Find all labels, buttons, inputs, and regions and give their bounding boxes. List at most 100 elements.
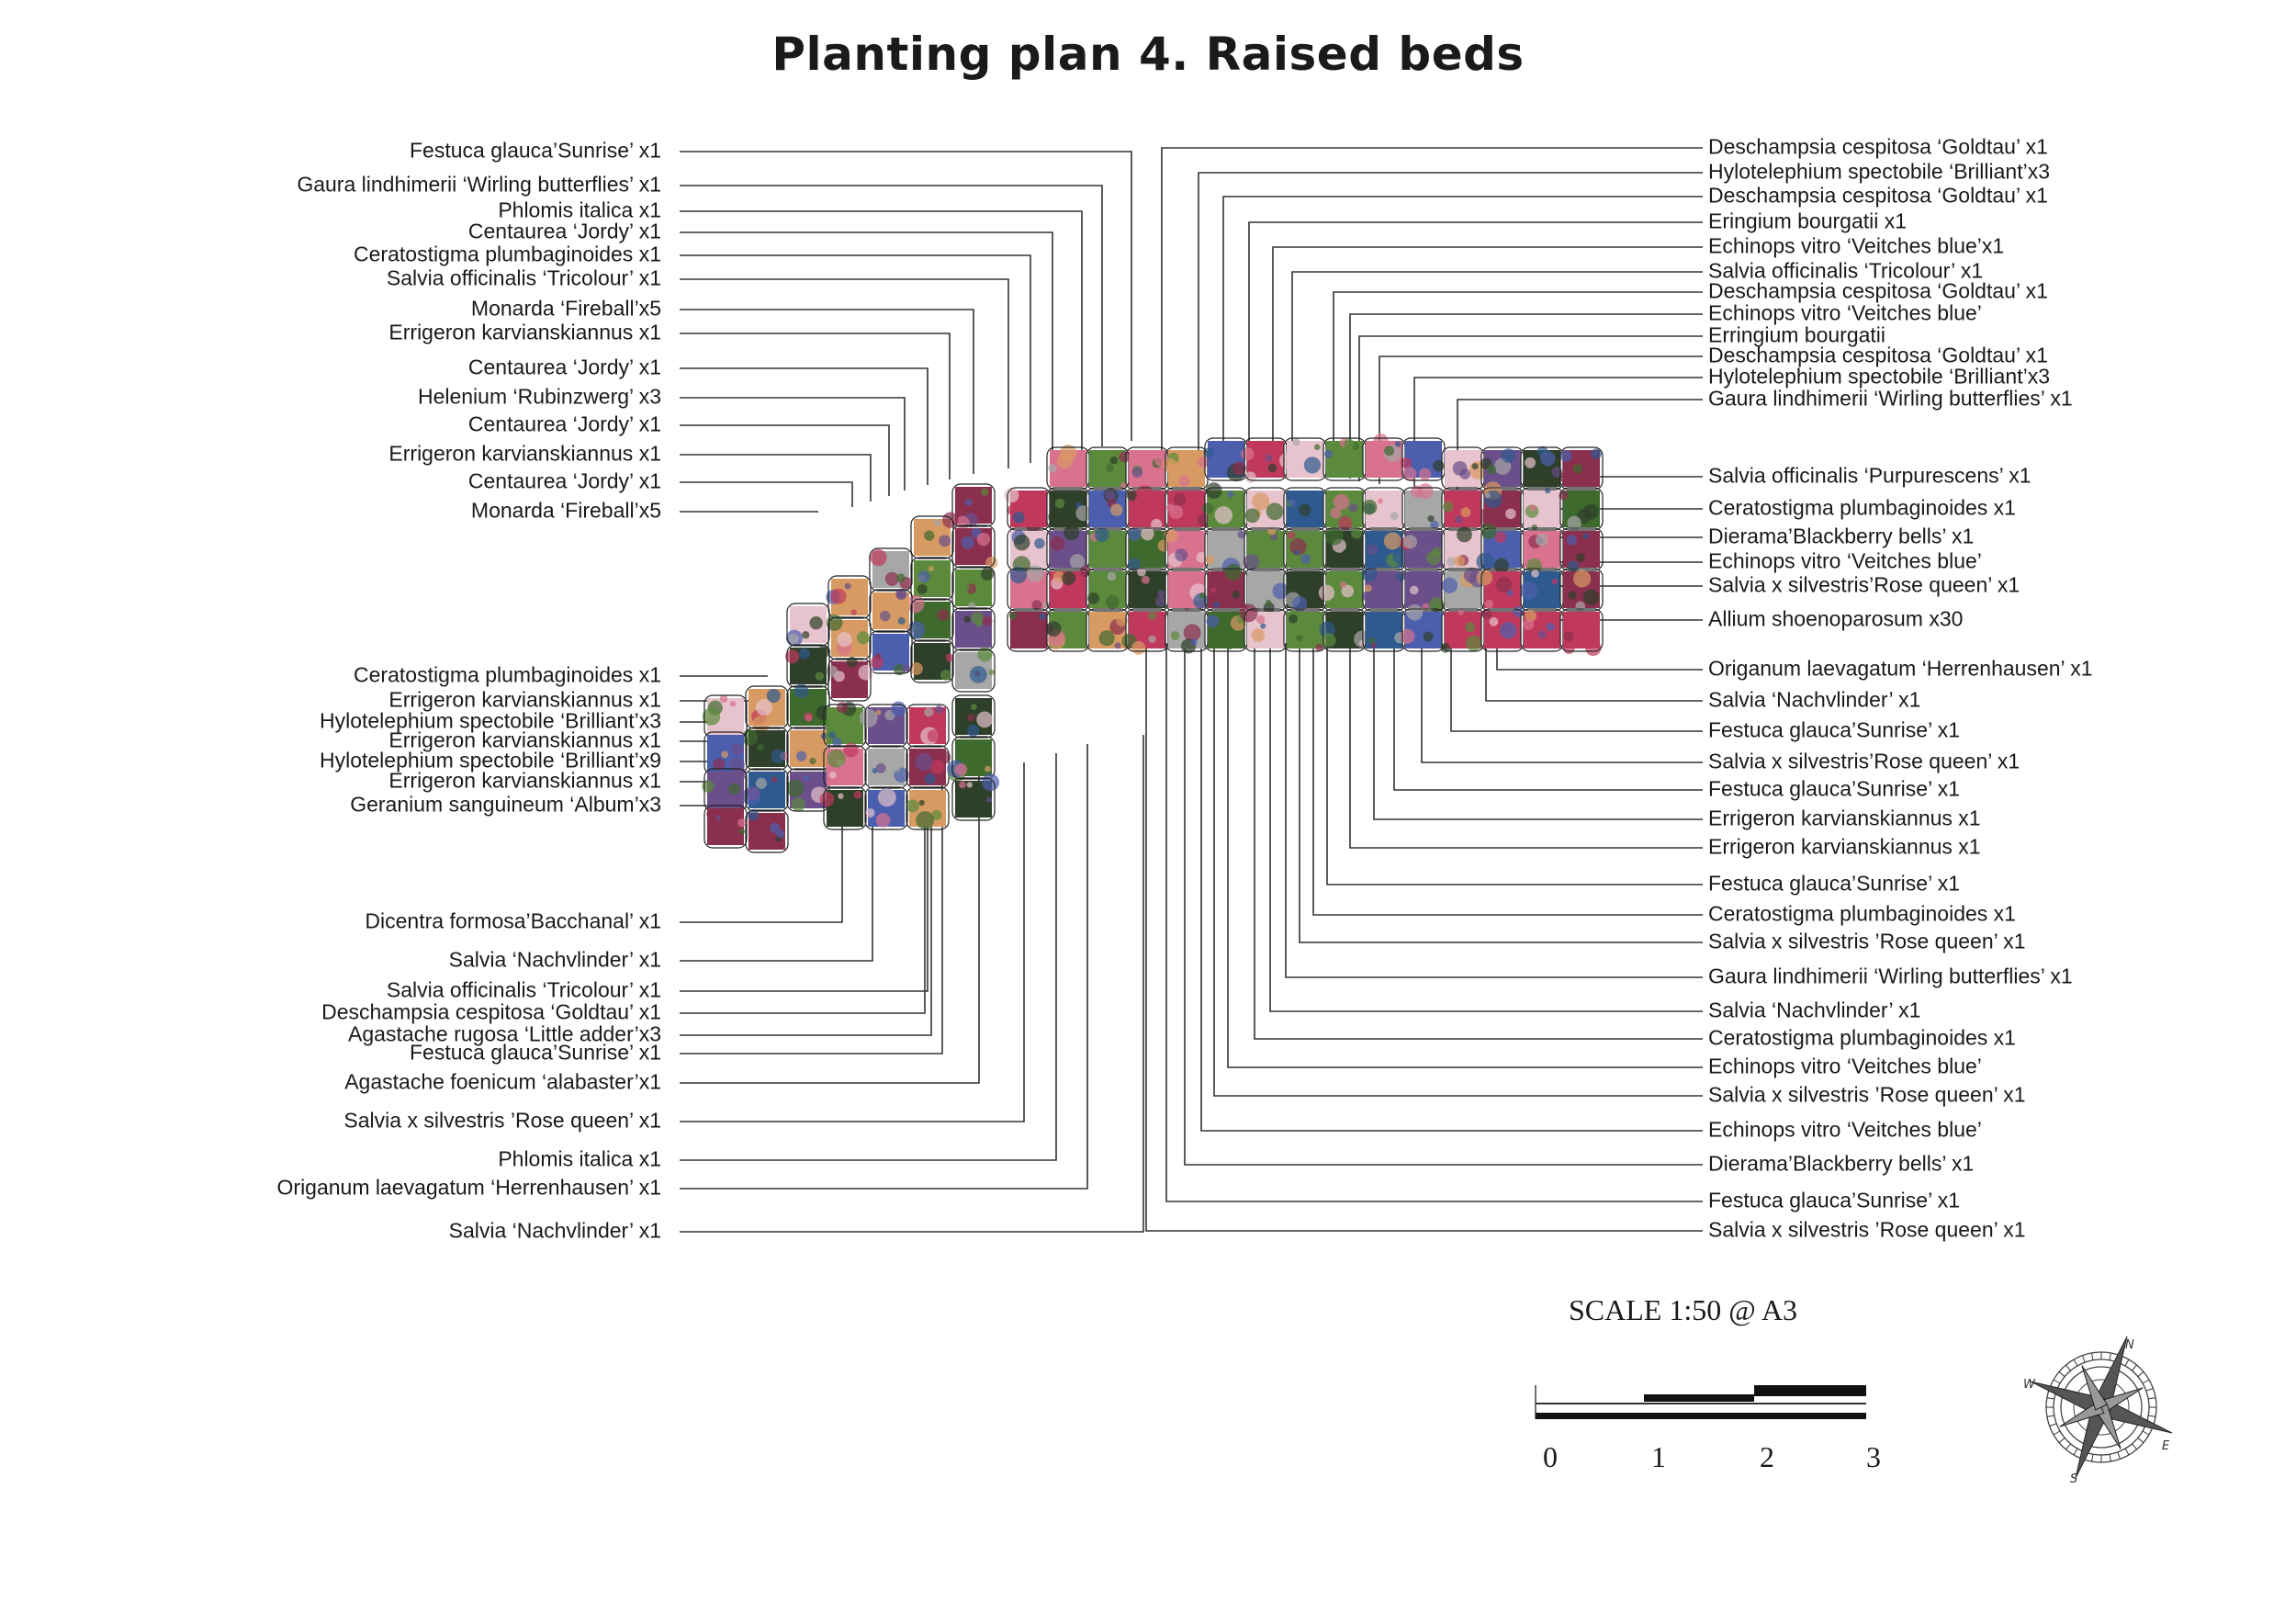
plant-tile: [1044, 608, 1090, 652]
plant-label-left: Centaurea ‘Jordy’ x1: [467, 468, 661, 493]
plant-tile: [1559, 608, 1604, 657]
plant-label-right: Hylotelephium spectobile ‘Brilliant’x3: [1708, 364, 2051, 389]
plant-tile: [1559, 568, 1604, 612]
leader-line: [680, 397, 906, 491]
plant-tile: [1520, 487, 1564, 531]
leader-line: [1326, 643, 1703, 885]
plant-tile: [906, 745, 951, 789]
plant-tile: [823, 742, 867, 789]
leader-line: [1272, 246, 1703, 470]
plant-tile: [1244, 487, 1288, 531]
plant-label-right: Dierama’Blackberry bells’ x1: [1708, 524, 1975, 548]
plant-tile: [951, 483, 996, 530]
leader-line: [680, 781, 943, 1054]
leader-line: [1248, 221, 1703, 468]
plant-tile: [823, 701, 867, 748]
plant-tile: [951, 694, 996, 739]
plant-tile: [1441, 487, 1487, 531]
plant-tile: [1125, 567, 1169, 612]
plant-tile: [1165, 608, 1209, 654]
plant-tile: [826, 615, 872, 660]
plant-label-left: Helenium ‘Rubinzwerg’ x3: [417, 384, 661, 409]
plant-tile: [1476, 524, 1525, 573]
plant-label-right: Gaura lindhimerii ‘Wirling butterflies’ …: [1708, 964, 2073, 988]
plant-label-right: Erringium bourgatii: [1708, 322, 1886, 347]
plant-tile: [1480, 481, 1525, 531]
plant-tile: [1086, 527, 1130, 571]
plant-tile: [1046, 444, 1090, 491]
plant-tile: [1440, 608, 1485, 653]
plant-tile: [951, 647, 996, 693]
plant-label-right: Salvia x silvestris ’Rose queen’ x1: [1708, 1082, 2026, 1107]
plant-tile: [1046, 524, 1090, 571]
leader-line: [680, 367, 929, 485]
plant-label-left: Errigeron karvianskiannus x1: [388, 441, 661, 466]
plant-tile: [951, 607, 996, 651]
raised-bed: [702, 434, 1604, 853]
plant-tile: [1125, 526, 1170, 571]
scale-tick-1: 1: [1651, 1440, 1666, 1473]
plant-tile: [909, 639, 954, 683]
leader-line: [680, 772, 980, 1084]
plant-label-right: Deschampsia cespitosa ‘Goldtau’ x1: [1708, 343, 2048, 367]
plant-label-right: Origanum laevagatum ‘Herrenhausen’ x1: [1708, 656, 2093, 681]
plant-label-right: Echinops vitro ‘Veitches blue’: [1708, 1054, 1982, 1078]
plant-tile: [785, 603, 830, 647]
leader-line: [680, 309, 974, 474]
plant-tile: [1441, 526, 1485, 571]
plant-label-left: Hylotelephium spectobile ‘Brilliant’x9: [319, 748, 661, 773]
plant-tile: [951, 566, 996, 610]
plant-tile: [1007, 565, 1051, 612]
plant-tile: [1519, 568, 1564, 612]
leader-line: [680, 735, 1144, 1233]
leader-line: [680, 333, 951, 479]
plant-tile: [1559, 487, 1604, 531]
plant-label-right: Deschampsia cespitosa ‘Goldtau’ x1: [1708, 134, 2048, 159]
plant-tile: [1520, 445, 1564, 491]
plant-label-left: Phlomis italica x1: [498, 197, 661, 222]
plant-tile: [1401, 483, 1446, 531]
plant-label-left: Errigeron karvianskiannus x1: [388, 320, 661, 344]
plant-tile: [1322, 437, 1367, 481]
plant-label-right: Salvia officinalis ‘Tricolour’ x1: [1708, 258, 1984, 283]
plant-label-right: Ceratostigma plumbaginoides x1: [1708, 1025, 2016, 1050]
plant-tile: [1283, 568, 1327, 612]
plant-tile: [869, 630, 913, 676]
leader-line: [1393, 643, 1703, 791]
plant-label-left: Centaurea ‘Jordy’ x1: [467, 219, 661, 243]
leader-line: [1161, 147, 1703, 459]
plant-tile: [951, 773, 1000, 821]
plant-tile: [859, 701, 908, 748]
plant-tile: [1203, 437, 1248, 482]
plant-tile: [745, 685, 789, 733]
plant-label-right: Dierama’Blackberry bells’ x1: [1708, 1151, 1975, 1176]
plant-tile: [1362, 608, 1406, 652]
leader-line: [680, 808, 929, 992]
plant-tile: [1401, 437, 1446, 481]
plant-label-right: Salvia officinalis ‘Purpurescens’ x1: [1708, 463, 2032, 488]
leader-line: [680, 799, 926, 1014]
leader-line: [1299, 643, 1703, 943]
plant-label-right: Echinops vitro ‘Veitches blue’: [1708, 1117, 1982, 1142]
plant-label-left: Centaurea ‘Jordy’ x1: [467, 355, 661, 379]
leader-line: [1285, 643, 1703, 978]
plant-label-right: Errigeron karvianskiannus x1: [1708, 806, 1981, 830]
plant-tile: [1046, 566, 1091, 612]
leader-line: [1373, 643, 1703, 820]
plant-label-right: Deschampsia cespitosa ‘Goldtau’ x1: [1708, 183, 2048, 208]
leader-line: [680, 818, 873, 962]
plant-label-left: Festuca glauca’Sunrise’ x1: [409, 1040, 661, 1065]
plant-tile: [1361, 565, 1406, 612]
plant-tile: [1125, 485, 1169, 531]
plant-tile: [1204, 563, 1248, 612]
plant-label-right: Festuca glauca’Sunrise’ x1: [1708, 776, 1961, 801]
leader-line: [1312, 643, 1703, 916]
plant-tile: [819, 786, 867, 830]
plant-label-right: Echinops vitro ‘Veitches blue’: [1708, 548, 1982, 573]
plant-tile: [910, 557, 954, 601]
plant-label-left: Gaura lindhimerii ‘Wirling butterflies’ …: [297, 172, 661, 197]
plant-label-left: Origanum laevagatum ‘Herrenhausen’ x1: [276, 1175, 661, 1200]
plant-label-left: Monarda ‘Fireball’x5: [470, 296, 661, 321]
plant-tile: [1480, 446, 1525, 491]
